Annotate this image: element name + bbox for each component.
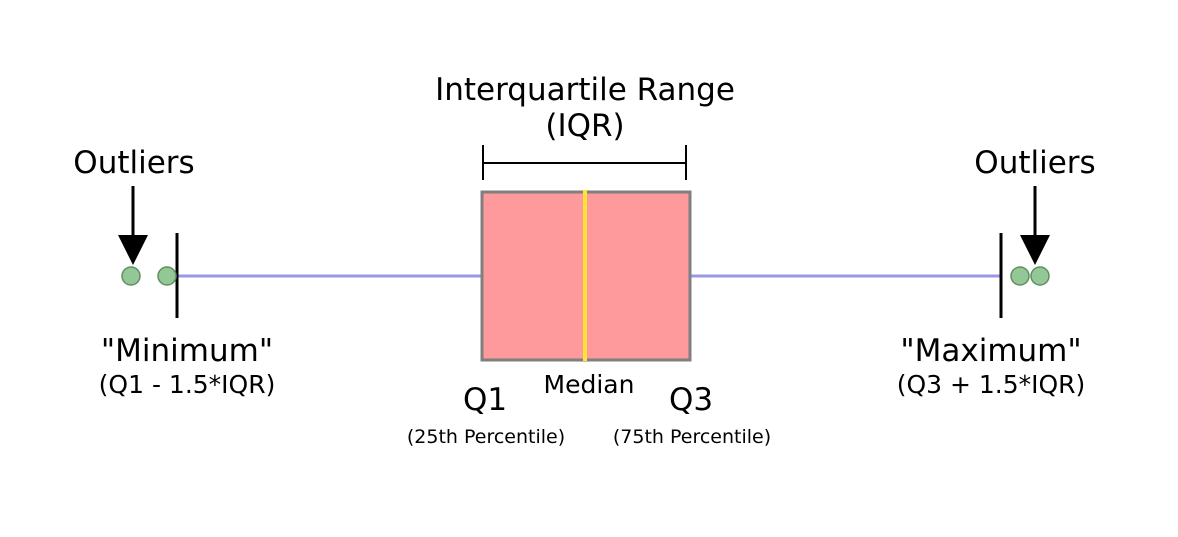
- outlier-point: [1030, 266, 1050, 286]
- outlier-point: [121, 266, 141, 286]
- outlier-point: [1010, 266, 1030, 286]
- maximum-label: "Maximum": [900, 333, 1081, 369]
- outlier-point: [157, 266, 177, 286]
- minimum-formula: (Q1 - 1.5*IQR): [99, 370, 276, 399]
- outliers-label-right: Outliers: [974, 145, 1095, 181]
- q1-percentile-label: (25th Percentile): [407, 426, 565, 448]
- maximum-formula: (Q3 + 1.5*IQR): [897, 370, 1086, 399]
- iqr-bracket: [482, 145, 687, 180]
- minimum-label: "Minimum": [101, 333, 273, 369]
- outliers-label-left: Outliers: [73, 145, 194, 181]
- q3-label: Q3: [669, 382, 713, 418]
- iqr-title-abbrev: (IQR): [545, 108, 624, 144]
- iqr-title: Interquartile Range: [435, 72, 735, 108]
- q3-percentile-label: (75th Percentile): [613, 426, 771, 448]
- median-label: Median: [544, 370, 635, 399]
- q1-label: Q1: [463, 382, 507, 418]
